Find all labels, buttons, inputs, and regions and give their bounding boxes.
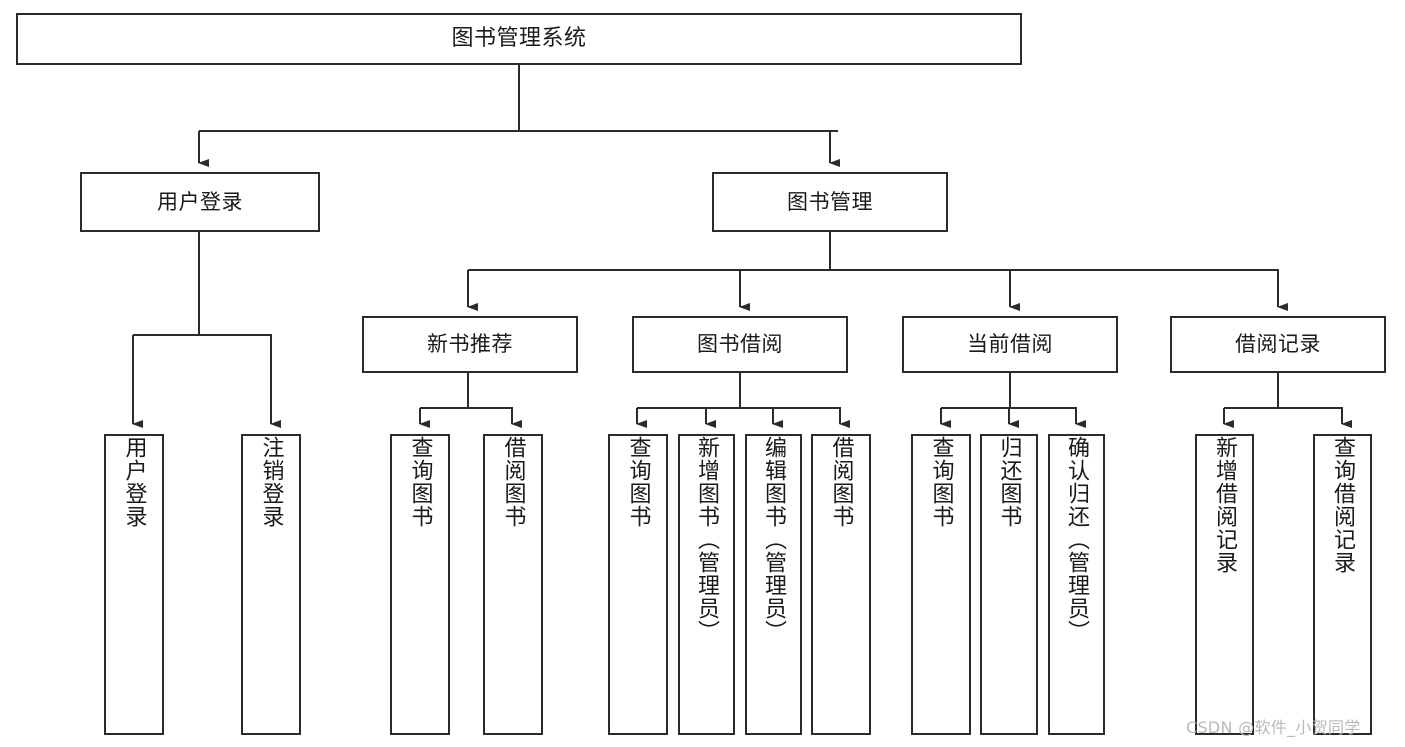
leaf-edit-book-admin[interactable]: 编辑图书（管理员） <box>745 434 802 735</box>
watermark-text: CSDN @软件_小贺同学 <box>1186 718 1361 737</box>
leaf-user-login[interactable]: 用户登录 <box>104 434 164 735</box>
node-label: 确认归还（管理员） <box>1064 436 1090 643</box>
node-label: 图书管理 <box>787 189 873 214</box>
node-label: 注销登录 <box>258 436 284 528</box>
node-label: 借阅图书 <box>828 436 854 528</box>
node-borrow-record[interactable]: 借阅记录 <box>1170 316 1386 373</box>
leaf-return-book[interactable]: 归还图书 <box>980 434 1038 735</box>
leaf-query-book-borrow[interactable]: 查询图书 <box>608 434 668 735</box>
node-label: 当前借阅 <box>967 332 1053 357</box>
leaf-query-borrow-record[interactable]: 查询借阅记录 <box>1313 434 1372 735</box>
node-new-book-recommend[interactable]: 新书推荐 <box>362 316 578 373</box>
node-label: 新增图书（管理员） <box>694 436 720 643</box>
leaf-confirm-return-admin[interactable]: 确认归还（管理员） <box>1048 434 1105 735</box>
leaf-query-book-current[interactable]: 查询图书 <box>911 434 971 735</box>
node-label: 新书推荐 <box>427 332 513 357</box>
node-label: 编辑图书（管理员） <box>761 436 787 643</box>
leaf-borrow-book[interactable]: 借阅图书 <box>811 434 871 735</box>
node-label: 图书借阅 <box>697 332 783 357</box>
node-book-borrow[interactable]: 图书借阅 <box>632 316 848 373</box>
node-label: 查询图书 <box>407 436 433 528</box>
node-label: 图书管理系统 <box>451 26 587 52</box>
node-book-management[interactable]: 图书管理 <box>712 172 948 232</box>
node-label: 查询借阅记录 <box>1330 436 1356 574</box>
node-root-system[interactable]: 图书管理系统 <box>16 13 1022 65</box>
leaf-add-book-admin[interactable]: 新增图书（管理员） <box>678 434 735 735</box>
leaf-borrow-book-recommend[interactable]: 借阅图书 <box>483 434 543 735</box>
leaf-user-logout[interactable]: 注销登录 <box>241 434 301 735</box>
node-label: 新增借阅记录 <box>1212 436 1238 574</box>
node-current-borrow[interactable]: 当前借阅 <box>902 316 1118 373</box>
node-label: 用户登录 <box>121 436 147 528</box>
node-label: 借阅记录 <box>1235 332 1321 357</box>
node-label: 查询图书 <box>625 436 651 528</box>
leaf-add-borrow-record[interactable]: 新增借阅记录 <box>1195 434 1254 735</box>
node-label: 借阅图书 <box>500 436 526 528</box>
leaf-query-book-recommend[interactable]: 查询图书 <box>390 434 450 735</box>
node-label: 归还图书 <box>996 436 1022 528</box>
node-label: 查询图书 <box>928 436 954 528</box>
node-label: 用户登录 <box>157 189 243 214</box>
node-user-login[interactable]: 用户登录 <box>80 172 320 232</box>
